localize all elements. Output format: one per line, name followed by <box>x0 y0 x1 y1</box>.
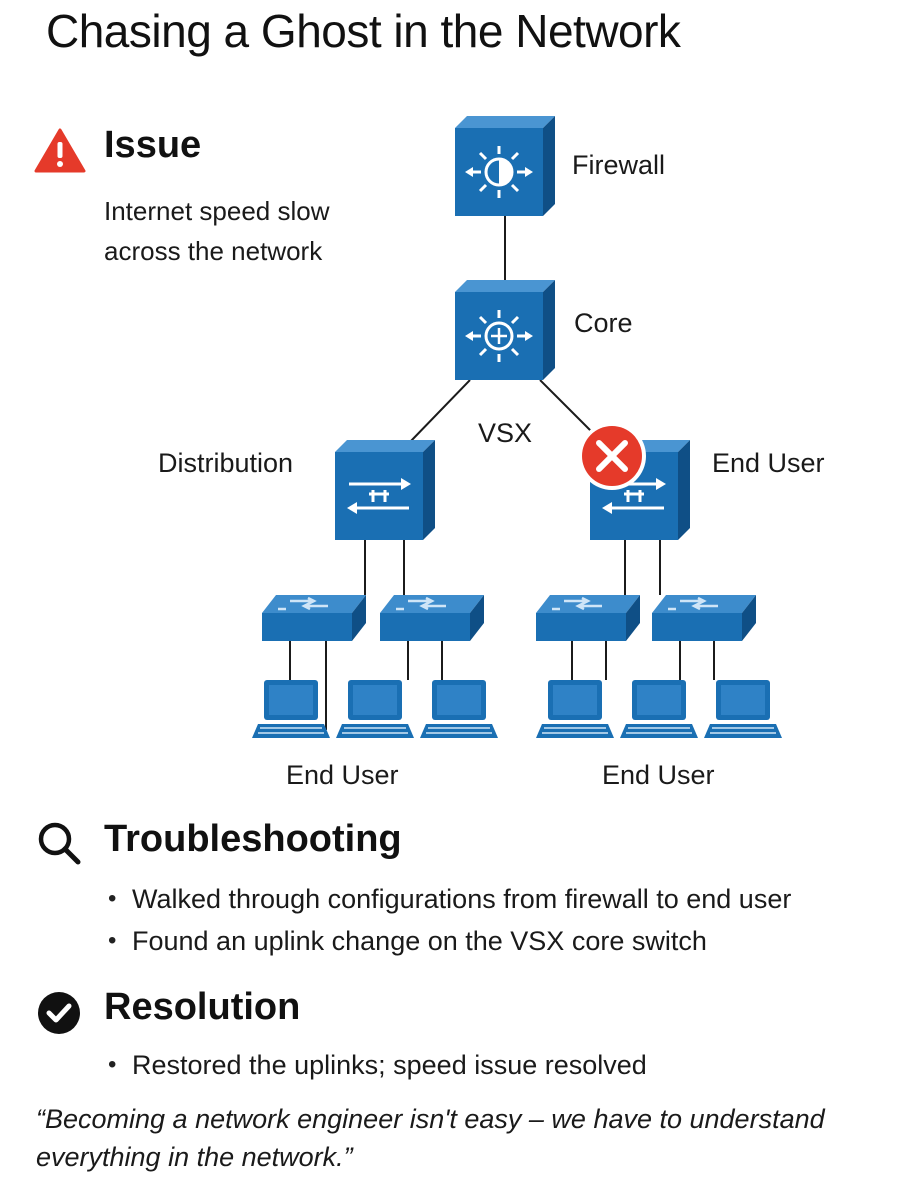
x-circle-icon <box>578 422 646 490</box>
list-item: Restored the uplinks; speed issue resolv… <box>104 1044 647 1086</box>
issue-text-line2: across the network <box>104 236 323 266</box>
workstation <box>619 679 699 739</box>
workstation <box>251 679 331 739</box>
network-topology-diagram <box>251 116 783 739</box>
list-item: Walked through configurations from firew… <box>104 878 791 920</box>
workstation <box>535 679 615 739</box>
warning-triangle-icon <box>34 128 86 174</box>
switch-arrows-icon <box>347 478 411 514</box>
end-user-right-label: End User <box>602 760 715 790</box>
end-user-switch-label: End User <box>712 448 825 478</box>
resolution-list: Restored the uplinks; speed issue resolv… <box>104 1044 647 1086</box>
magnifier-icon <box>36 820 82 866</box>
distribution-switch <box>335 440 435 540</box>
workstation <box>703 679 783 739</box>
quote-line1: “Becoming a network engineer isn't easy … <box>36 1104 825 1134</box>
link-lines <box>289 212 715 730</box>
access-switch-4 <box>650 593 758 643</box>
switch-arrows-icon <box>602 478 666 514</box>
core-label: Core <box>574 308 633 338</box>
issue-heading: Issue <box>104 124 202 166</box>
quote-line2: everything in the network.” <box>36 1142 353 1172</box>
list-item: Found an uplink change on the VSX core s… <box>104 920 791 962</box>
issue-description: Internet speed slow across the network <box>104 191 329 271</box>
troubleshooting-heading: Troubleshooting <box>104 818 402 860</box>
firewall-label: Firewall <box>572 150 666 180</box>
core-switch <box>455 280 555 380</box>
access-switch-1 <box>260 593 368 643</box>
core-router-icon <box>465 310 533 362</box>
access-switch-3 <box>534 593 642 643</box>
issue-text-line1: Internet speed slow <box>104 196 330 226</box>
end-user-distribution-switch <box>590 440 690 540</box>
end-user-left-label: End User <box>286 760 399 790</box>
resolution-heading: Resolution <box>104 986 301 1028</box>
vsx-label: VSX <box>478 418 533 448</box>
troubleshooting-list: Walked through configurations from firew… <box>104 878 791 962</box>
firewall-device <box>455 116 555 216</box>
workstation <box>335 679 415 739</box>
page-title: Chasing a Ghost in the Network <box>46 5 681 57</box>
checkmark-circle-icon <box>36 990 82 1036</box>
access-switch-2 <box>378 593 486 643</box>
firewall-icon <box>465 146 533 198</box>
workstation <box>419 679 499 739</box>
closing-quote: “Becoming a network engineer isn't easy … <box>36 1100 876 1176</box>
distribution-label: Distribution <box>158 448 294 478</box>
